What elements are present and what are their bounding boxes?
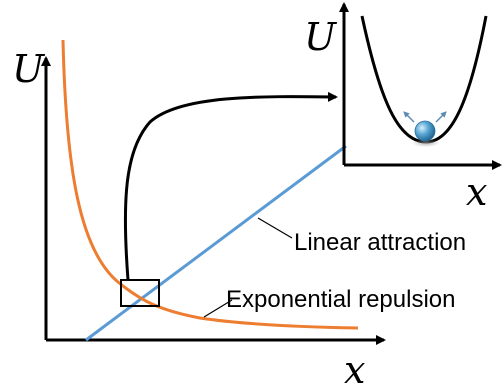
ball-icon <box>414 120 436 142</box>
main-y-axis-label: U <box>12 47 46 91</box>
exponential-repulsion-label: Exponential repulsion <box>226 286 456 313</box>
linear-attraction-line <box>85 144 347 342</box>
exponential-repulsion-leader <box>203 299 233 318</box>
zoom-box <box>120 279 160 307</box>
ball-arrow-left-icon <box>403 111 415 123</box>
linear-attraction-leader <box>257 217 293 239</box>
linear-attraction-label: Linear attraction <box>294 229 466 256</box>
zoom-connector-arrow <box>123 91 338 281</box>
ball-arrow-right-icon <box>435 111 447 123</box>
inset-y-axis-label: U <box>304 15 338 59</box>
main-x-axis-label: x <box>344 348 365 388</box>
inset-x-axis-label: x <box>466 170 487 214</box>
ball-shadow <box>412 139 440 147</box>
exponential-repulsion-curve <box>61 39 359 330</box>
